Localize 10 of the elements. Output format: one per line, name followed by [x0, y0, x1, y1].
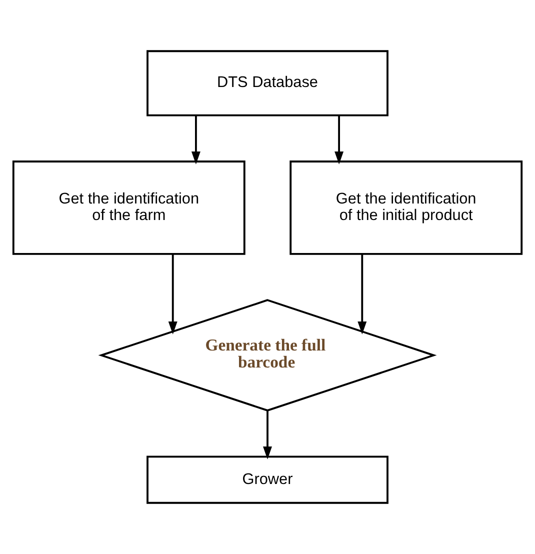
- arrow: [358, 254, 367, 334]
- node-box: Get the identification of the initial product: [290, 160, 523, 255]
- arrow: [334, 116, 344, 164]
- arrow: [191, 116, 200, 164]
- node-box: Grower: [146, 456, 388, 504]
- node-diamond: Generate the full barcode: [98, 299, 437, 412]
- node-box: Get the identification of the farm: [12, 160, 246, 255]
- node-box: DTS Database: [146, 50, 388, 116]
- arrow: [263, 410, 272, 460]
- arrow: [168, 254, 178, 334]
